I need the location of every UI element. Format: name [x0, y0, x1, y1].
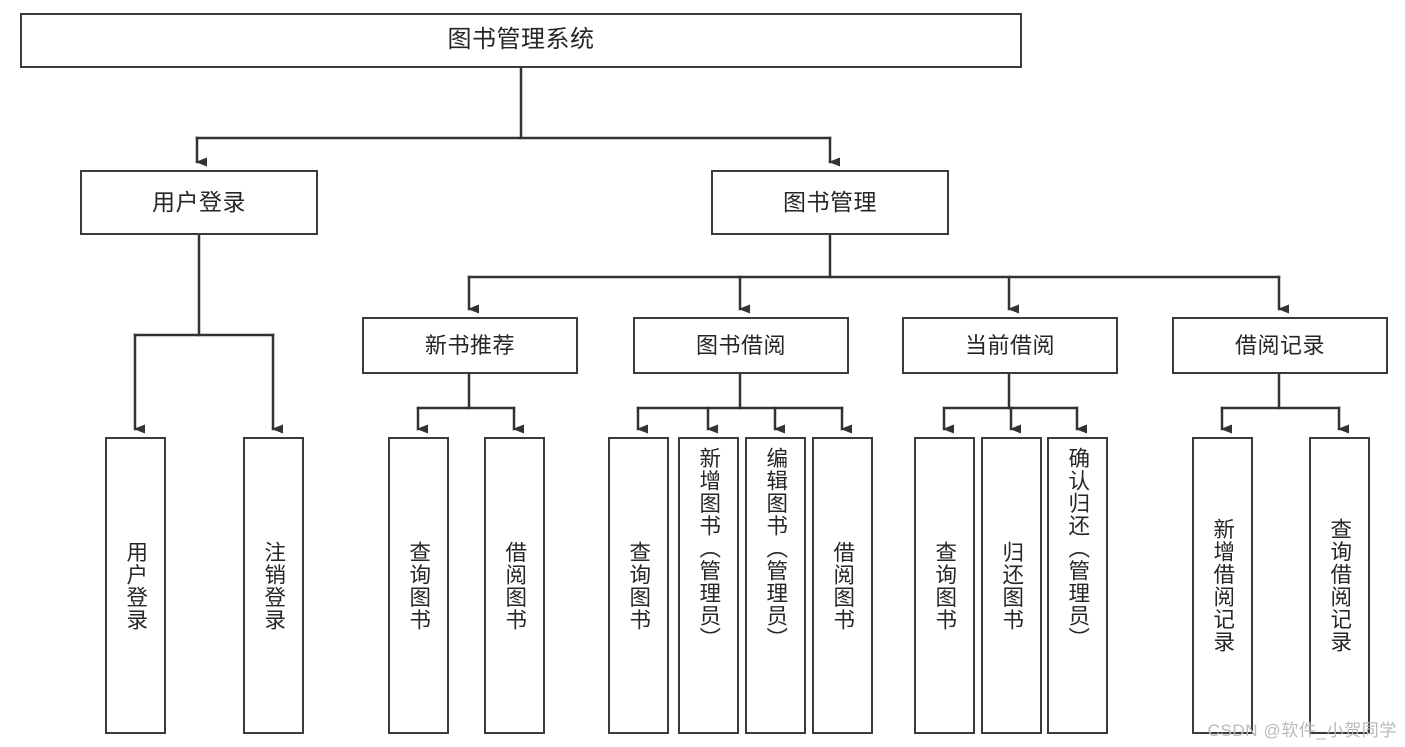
node-leaf-return-book[interactable]: 归还图书	[981, 437, 1042, 734]
node-book-manage[interactable]: 图书管理	[711, 170, 949, 235]
node-user-login-label: 用户登录	[152, 188, 246, 215]
node-leaf-edit-book-label: 编辑图书（管理员）	[763, 447, 788, 650]
node-leaf-borrow-book-recommend-label: 借阅图书	[502, 540, 527, 631]
node-leaf-query-borrow-record[interactable]: 查询借阅记录	[1309, 437, 1370, 734]
node-borrow-record-label: 借阅记录	[1234, 332, 1325, 358]
node-leaf-edit-book[interactable]: 编辑图书（管理员）	[745, 437, 806, 734]
node-leaf-logout[interactable]: 注销登录	[243, 437, 304, 734]
node-leaf-add-borrow-record[interactable]: 新增借阅记录	[1192, 437, 1253, 734]
node-leaf-borrow-book[interactable]: 借阅图书	[812, 437, 873, 734]
node-root[interactable]: 图书管理系统	[20, 13, 1022, 68]
node-leaf-query-book-recommend-label: 查询图书	[406, 540, 431, 631]
node-leaf-user-login[interactable]: 用户登录	[105, 437, 166, 734]
node-leaf-confirm-return-label: 确认归还（管理员）	[1065, 447, 1090, 650]
node-leaf-add-book-label: 新增图书（管理员）	[696, 447, 721, 650]
node-leaf-add-book[interactable]: 新增图书（管理员）	[678, 437, 739, 734]
node-user-login[interactable]: 用户登录	[80, 170, 318, 235]
node-new-book-recommend-label: 新书推荐	[424, 332, 515, 358]
node-current-borrow[interactable]: 当前借阅	[902, 317, 1118, 374]
node-leaf-query-book-current[interactable]: 查询图书	[914, 437, 975, 734]
node-book-borrow-label: 图书借阅	[695, 332, 786, 358]
csdn-watermark: CSDN @软件_小贺同学	[1207, 721, 1397, 740]
node-leaf-confirm-return[interactable]: 确认归还（管理员）	[1047, 437, 1108, 734]
node-leaf-add-borrow-record-label: 新增借阅记录	[1210, 518, 1235, 653]
node-book-borrow[interactable]: 图书借阅	[633, 317, 849, 374]
node-leaf-query-book-borrow-label: 查询图书	[626, 540, 651, 631]
node-leaf-return-book-label: 归还图书	[999, 540, 1024, 631]
node-leaf-logout-label: 注销登录	[261, 540, 286, 631]
node-leaf-query-book-current-label: 查询图书	[932, 540, 957, 631]
node-leaf-query-book-borrow[interactable]: 查询图书	[608, 437, 669, 734]
node-leaf-borrow-book-recommend[interactable]: 借阅图书	[484, 437, 545, 734]
node-leaf-borrow-book-label: 借阅图书	[830, 540, 855, 631]
node-current-borrow-label: 当前借阅	[964, 332, 1055, 358]
node-leaf-user-login-label: 用户登录	[123, 540, 148, 631]
node-book-manage-label: 图书管理	[783, 188, 877, 215]
node-root-label: 图书管理系统	[447, 26, 595, 54]
node-leaf-query-book-recommend[interactable]: 查询图书	[388, 437, 449, 734]
node-leaf-query-borrow-record-label: 查询借阅记录	[1327, 518, 1352, 653]
node-borrow-record[interactable]: 借阅记录	[1172, 317, 1388, 374]
node-new-book-recommend[interactable]: 新书推荐	[362, 317, 578, 374]
